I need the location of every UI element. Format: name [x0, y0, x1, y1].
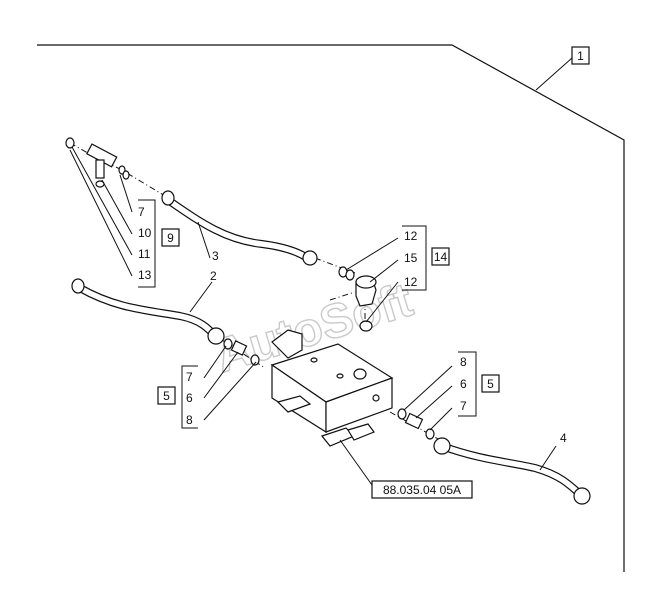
drawing-ref-label: 88.035.04 05A [383, 483, 461, 497]
callout-7-top: 7 [138, 205, 145, 219]
callout-7-left: 7 [186, 370, 193, 384]
drawing-ref-box [371, 480, 473, 499]
ref-box-14 [431, 247, 450, 266]
callout-6-left: 6 [186, 391, 193, 405]
leader-4 [539, 445, 557, 471]
callout-10: 10 [138, 226, 152, 240]
assembly-ref-box [571, 46, 590, 65]
callout-12-bottom: 12 [404, 275, 418, 289]
callout-5-left: 5 [163, 389, 170, 403]
callout-6-right: 6 [460, 377, 467, 391]
tube-4 [433, 437, 591, 505]
tee-fitting [65, 137, 130, 188]
bracket-left-bottom [181, 345, 257, 429]
callout-8-right: 8 [460, 355, 467, 369]
leader-3 [197, 221, 211, 259]
assembly-ref-number: 1 [577, 49, 584, 63]
leader-2 [189, 281, 213, 313]
leader-drawing-ref [339, 439, 373, 486]
callout-12-top: 12 [404, 229, 418, 243]
tube-2 [71, 278, 225, 345]
elbow-fitting [338, 266, 377, 332]
left-adapters [223, 338, 260, 366]
callout-7-right: 7 [460, 399, 467, 413]
callout-13: 13 [138, 268, 152, 282]
callout-2: 2 [210, 269, 217, 283]
tube-3 [161, 190, 318, 266]
assembly-frame [37, 44, 625, 572]
centerline-fitting [329, 291, 356, 301]
ref-box-5-left [157, 386, 176, 405]
valve-block [270, 329, 394, 447]
callout-15: 15 [404, 251, 418, 265]
right-adapters [397, 408, 435, 440]
bracket-right-top [345, 225, 427, 323]
callout-8-left: 8 [186, 413, 193, 427]
callout-3: 3 [212, 249, 219, 263]
callout-9: 9 [167, 231, 174, 245]
bracket-left-top [69, 146, 156, 288]
leader-assembly [535, 57, 573, 91]
ref-box-9 [161, 228, 180, 247]
ref-box-5-right [481, 374, 500, 393]
callout-11: 11 [138, 247, 151, 261]
bracket-right-bottom [403, 351, 477, 431]
callout-5-right: 5 [487, 377, 494, 391]
callout-14: 14 [434, 250, 448, 264]
callout-4: 4 [560, 431, 567, 445]
